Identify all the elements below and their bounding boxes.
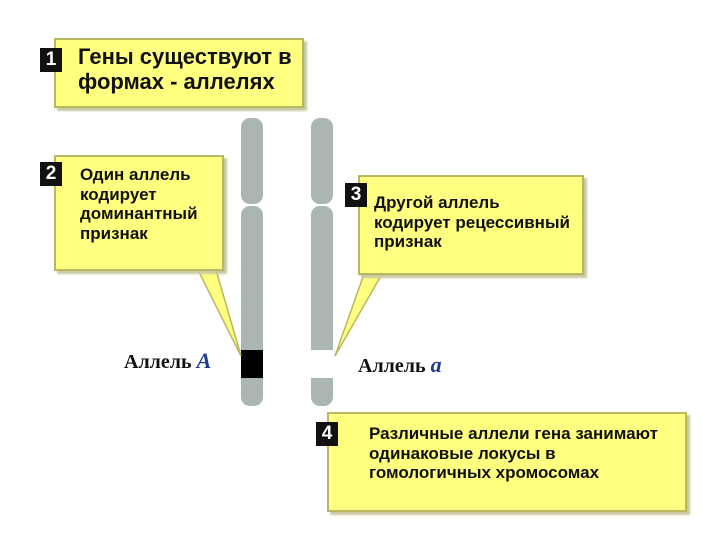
dominant-allele-band [241,350,263,378]
allele-word-recessive: Аллель [358,355,426,377]
callout-1-text: Гены существуют в формах - аллелях [78,44,292,95]
callout-2-text: Один аллель кодирует доминантный признак [80,165,198,243]
callout-3-pointer [334,273,384,357]
chromosome-right-upper-arm [311,118,333,204]
callout-2-number: 2 [40,162,62,186]
recessive-allele-band [311,350,333,378]
callout-2-pointer [196,269,242,357]
callout-4: Различные аллели гена занимают одинаковы… [327,412,687,512]
allele-label-dominant: Аллель A [124,348,211,374]
callout-3-number: 3 [345,183,367,207]
allele-word-dominant: Аллель [124,351,192,373]
callout-2: Один аллель кодирует доминантный признак [54,155,224,271]
chromosome-left-upper-arm [241,118,263,204]
callout-3-text: Другой аллель кодирует рецессивный призн… [374,193,570,252]
allele-symbol-dominant: A [196,348,212,373]
allele-label-recessive: Аллель a [358,352,442,378]
callout-3: Другой аллель кодирует рецессивный призн… [358,175,584,275]
callout-1-number: 1 [40,48,62,72]
allele-symbol-recessive: a [430,352,442,377]
callout-4-number: 4 [316,422,338,446]
callout-1: Гены существуют в формах - аллелях [54,38,304,108]
callout-4-text: Различные аллели гена занимают одинаковы… [369,424,658,483]
